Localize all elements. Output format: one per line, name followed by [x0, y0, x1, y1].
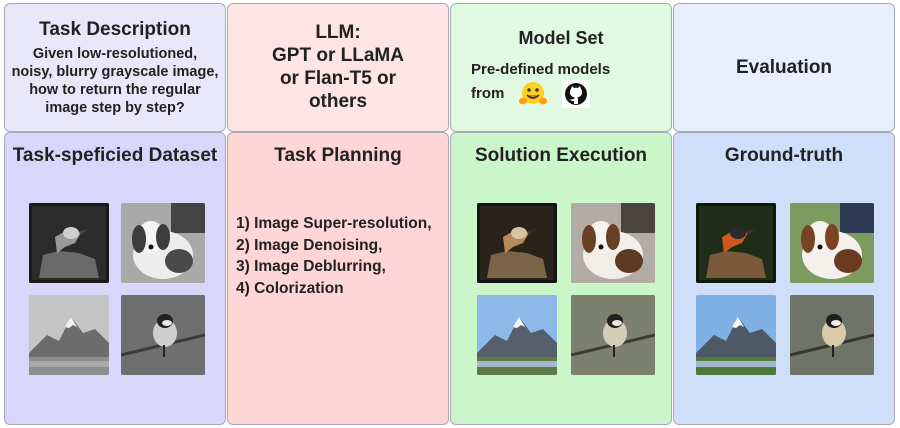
mountain-grayscale-drawing	[29, 295, 109, 375]
evaluation-title: Evaluation	[735, 56, 833, 78]
bird-restored-image	[477, 203, 557, 283]
dog-color-image	[790, 203, 874, 283]
bird-color-drawing	[696, 203, 776, 283]
model-set-text: Pre-defined models	[471, 60, 611, 78]
bird-color-image	[696, 203, 776, 283]
planning-step: 1) Image Super-resolution,	[236, 215, 432, 232]
dog-restored-drawing	[571, 203, 655, 283]
llm-title: LLM:	[315, 22, 361, 43]
solution-execution-panel: Solution Execution	[450, 132, 672, 425]
mountain-restored-drawing	[477, 295, 557, 375]
dog-grayscale-drawing	[121, 203, 205, 283]
model-set-body: Pre-defined models from	[471, 61, 651, 108]
solution-execution-title: Solution Execution	[474, 145, 648, 166]
task-description-card: Task Description Given low-resolutioned,…	[4, 3, 226, 132]
llm-card: LLM: GPT or LLaMA or Flan-T5 or others	[227, 3, 449, 132]
bird-restored-drawing	[477, 203, 557, 283]
mountain-grayscale-image	[29, 295, 109, 375]
model-set-from-label: from	[471, 85, 505, 102]
llm-options-text: GPT or LLaMA or Flan-T5 or others	[272, 45, 404, 112]
planning-step: 3) Image Deblurring,	[236, 258, 386, 275]
chickadee-color-image	[790, 295, 874, 375]
planning-step: 2) Image Denoising,	[236, 236, 383, 254]
dog-grayscale-image	[121, 203, 205, 283]
task-planning-panel: Task Planning 1) Image Super-resolution,…	[227, 132, 449, 425]
github-icon-graphic	[562, 79, 591, 108]
task-description-title: Task Description	[39, 18, 191, 40]
bird-grayscale-drawing	[29, 203, 109, 283]
task-description-text: Given low-resolutioned, noisy, blurry gr…	[11, 45, 219, 116]
model-set-card: Model Set Pre-defined models from	[450, 3, 672, 132]
model-set-title: Model Set	[518, 27, 604, 48]
github-icon	[562, 79, 591, 108]
task-dataset-panel: Task-speficied Dataset	[4, 132, 226, 425]
model-set-sources: from	[471, 79, 651, 108]
dog-restored-image	[571, 203, 655, 283]
bird-grayscale-image	[29, 203, 109, 283]
evaluation-card: Evaluation	[673, 3, 895, 132]
huggingface-icon	[518, 80, 548, 108]
chickadee-grayscale-drawing	[121, 295, 205, 375]
planning-step: 4) Colorization	[236, 279, 344, 297]
huggingface-icon-graphic	[519, 81, 548, 104]
chickadee-restored-image	[571, 295, 655, 375]
ground-truth-panel: Ground-truth	[673, 132, 895, 425]
chickadee-color-drawing	[790, 295, 874, 375]
dog-color-drawing	[790, 203, 874, 283]
planning-step-list: 1) Image Super-resolution, 2) Image Deno…	[236, 213, 432, 299]
chickadee-grayscale-image	[121, 295, 205, 375]
mountain-restored-image	[477, 295, 557, 375]
task-dataset-title: Task-speficied Dataset	[12, 145, 218, 166]
task-planning-title: Task Planning	[274, 145, 402, 166]
mountain-color-drawing	[696, 295, 776, 375]
chickadee-restored-drawing	[571, 295, 655, 375]
mountain-color-image	[696, 295, 776, 375]
ground-truth-title: Ground-truth	[724, 145, 844, 166]
